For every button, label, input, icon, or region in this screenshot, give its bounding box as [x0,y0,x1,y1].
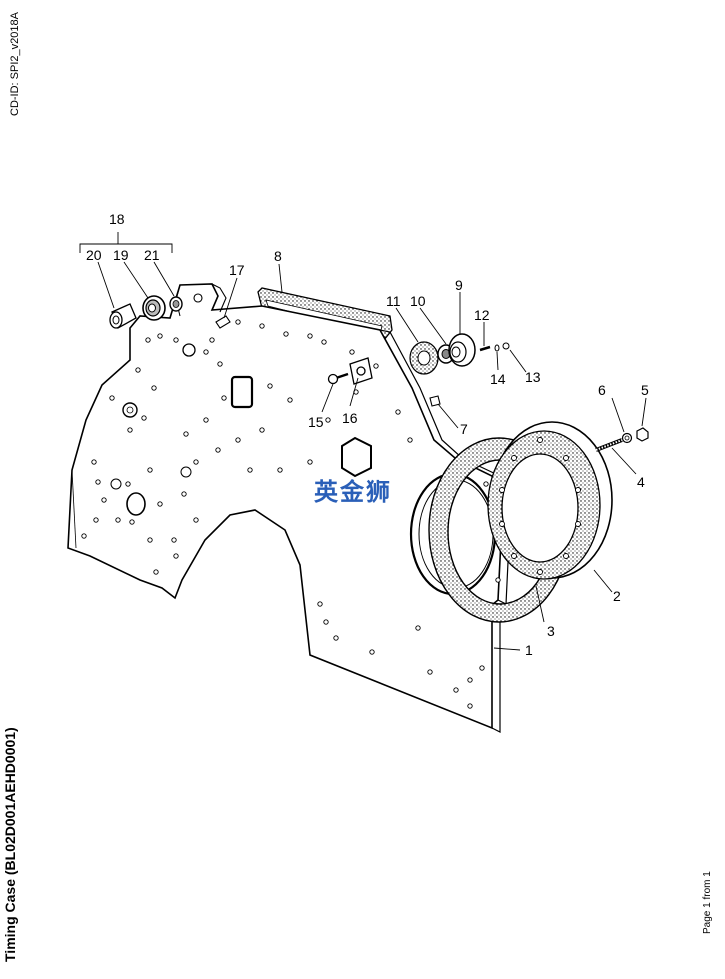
callout-2: 2 [613,588,621,604]
callout-8: 8 [274,248,282,264]
bolt-bracket-parts-15-16 [327,357,373,385]
leader-lines [79,232,647,651]
flange-ring-part-2 [487,421,613,580]
callout-labels: 18 20 19 21 17 8 9 10 11 12 14 13 7 6 5 … [86,211,649,658]
callout-16: 16 [342,410,358,426]
callout-9: 9 [455,277,463,293]
callout-17: 17 [229,262,245,278]
stud-washer-nut-parts-4-6 [595,427,649,452]
callout-18: 18 [109,211,125,227]
callout-5: 5 [641,382,649,398]
callout-3: 3 [547,623,555,639]
callout-6: 6 [598,382,606,398]
cover-assembly-parts-9-14 [409,333,510,375]
callout-11: 11 [386,293,401,309]
callout-12: 12 [474,307,490,323]
callout-4: 4 [637,474,645,490]
callout-19: 19 [113,247,129,263]
watermark-text: 英金狮 [314,478,392,506]
callout-10: 10 [410,293,426,309]
callout-21: 21 [144,247,160,263]
callout-20: 20 [86,247,102,263]
callout-1: 1 [525,642,533,658]
seal-assembly-part-18 [109,295,183,329]
callout-13: 13 [525,369,541,385]
plug-part-7 [429,395,441,407]
callout-14: 14 [490,371,506,387]
callout-7: 7 [460,421,468,437]
pin-part-17 [215,315,231,329]
callout-15: 15 [308,414,324,430]
